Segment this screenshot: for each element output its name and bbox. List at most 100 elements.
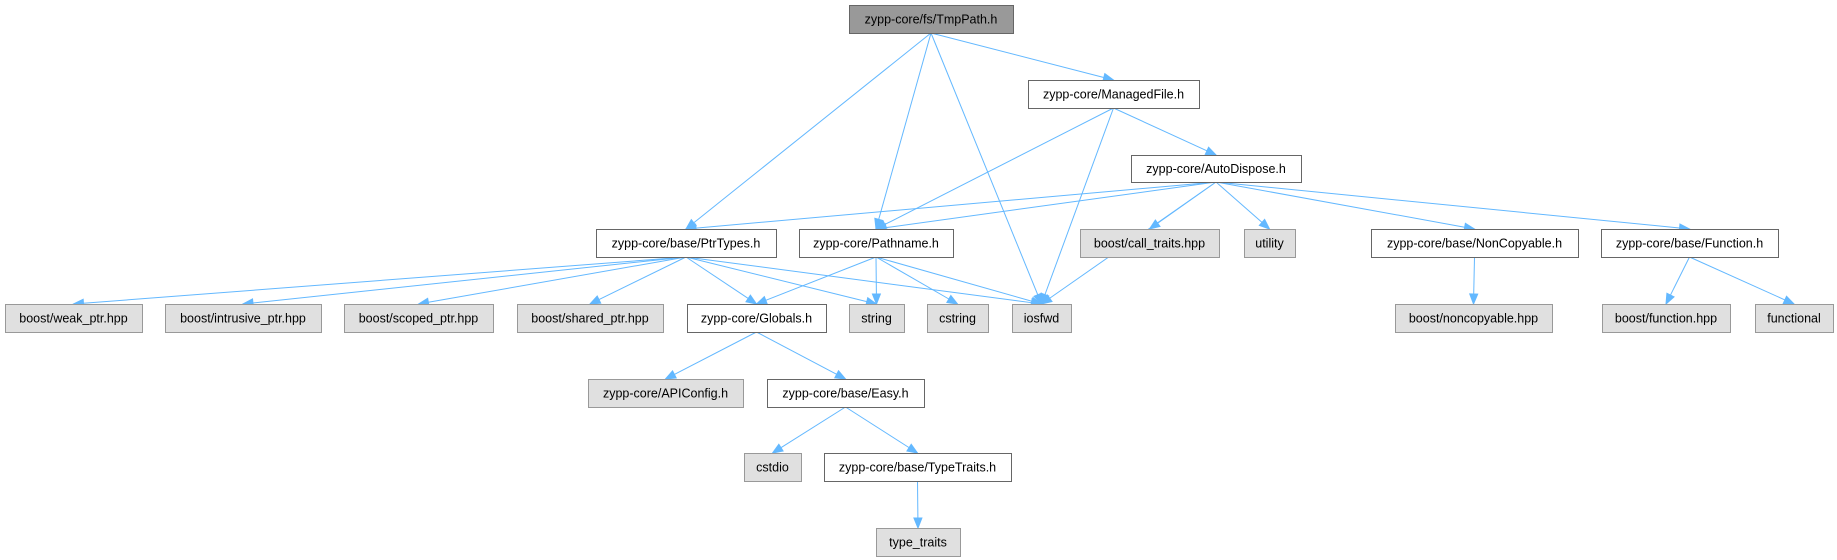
node-tmppath[interactable]: zypp-core/fs/TmpPath.h — [849, 5, 1014, 34]
edge-ptrtypes-to-intrusiveptr — [252, 256, 687, 304]
node-box — [1244, 229, 1296, 258]
edge-autodispose-to-pathname — [885, 181, 1217, 229]
node-label: string — [861, 312, 892, 326]
node-box — [824, 453, 1012, 482]
node-label: iosfwd — [1024, 312, 1059, 326]
node-noncopyable_hpp: boost/noncopyable.hpp — [1395, 304, 1553, 333]
node-globals[interactable]: zypp-core/Globals.h — [687, 304, 827, 333]
node-managedfile[interactable]: zypp-core/ManagedFile.h — [1028, 80, 1200, 109]
node-pathname[interactable]: zypp-core/Pathname.h — [799, 229, 954, 258]
node-box — [1395, 304, 1553, 333]
node-box — [876, 528, 961, 557]
edge-easy-to-cstdio — [780, 406, 846, 449]
node-box — [588, 379, 744, 408]
edge-autodispose-to-noncopyable_h — [1215, 181, 1465, 228]
node-label: zypp-core/base/Function.h — [1616, 237, 1763, 251]
node-box — [799, 229, 954, 258]
node-label: cstring — [939, 312, 976, 326]
node-easy[interactable]: zypp-core/base/Easy.h — [767, 379, 925, 408]
node-box — [849, 5, 1014, 34]
node-iosfwd: iosfwd — [1012, 304, 1072, 333]
node-box — [5, 304, 143, 333]
node-label: zypp-core/base/NonCopyable.h — [1387, 237, 1562, 251]
node-utility: utility — [1244, 229, 1296, 258]
edge-managedfile-to-pathname — [884, 107, 1114, 225]
node-functional: functional — [1755, 304, 1834, 333]
node-label: zypp-core/base/PtrTypes.h — [612, 237, 761, 251]
node-label: boost/noncopyable.hpp — [1409, 312, 1538, 326]
node-weakptr: boost/weak_ptr.hpp — [5, 304, 143, 333]
node-box — [165, 304, 322, 333]
node-typetraits_h[interactable]: zypp-core/base/TypeTraits.h — [824, 453, 1012, 482]
arrowhead-icon — [1204, 146, 1218, 156]
node-box — [1012, 304, 1072, 333]
node-box — [687, 304, 827, 333]
node-intrusiveptr: boost/intrusive_ptr.hpp — [165, 304, 322, 333]
node-noncopyable_h[interactable]: zypp-core/base/NonCopyable.h — [1371, 229, 1579, 258]
arrowhead-icon — [834, 369, 847, 380]
node-box — [596, 229, 777, 258]
node-sharedptr: boost/shared_ptr.hpp — [517, 304, 664, 333]
edge-tmppath-to-iosfwd — [930, 32, 1039, 295]
node-type_traits: type_traits — [876, 528, 961, 557]
edge-autodispose-to-utility — [1215, 181, 1263, 223]
node-label: boost/weak_ptr.hpp — [19, 312, 127, 326]
edge-ptrtypes-to-sharedptr — [598, 256, 687, 301]
node-box — [1755, 304, 1834, 333]
node-function_hpp: boost/function.hpp — [1602, 304, 1731, 333]
arrowhead-icon — [946, 294, 959, 305]
edge-easy-to-typetraits_h — [845, 406, 910, 449]
node-function_h[interactable]: zypp-core/base/Function.h — [1601, 229, 1779, 258]
arrowhead-icon — [906, 443, 919, 454]
node-label: boost/intrusive_ptr.hpp — [180, 312, 306, 326]
node-label: utility — [1255, 237, 1284, 251]
node-autodispose[interactable]: zypp-core/AutoDispose.h — [1131, 155, 1302, 183]
edge-tmppath-to-managedfile — [930, 32, 1104, 78]
nodes-layer: zypp-core/fs/TmpPath.h zypp-core/ManagedF… — [5, 5, 1834, 557]
node-box — [849, 304, 905, 333]
edge-ptrtypes-to-scopedptr — [428, 256, 687, 303]
node-label: boost/call_traits.hpp — [1094, 237, 1205, 251]
arrowhead-icon — [1040, 294, 1053, 305]
edge-autodispose-to-function_h — [1215, 181, 1680, 229]
node-label: zypp-core/Pathname.h — [813, 237, 939, 251]
arrowhead-icon — [1468, 293, 1479, 306]
node-label: boost/shared_ptr.hpp — [531, 312, 648, 326]
edge-ptrtypes-to-string — [685, 256, 867, 303]
node-cstdio: cstdio — [744, 453, 802, 482]
node-label: zypp-core/base/Easy.h — [782, 387, 908, 401]
node-apiconfig: zypp-core/APIConfig.h — [588, 379, 744, 408]
arrowhead-icon — [588, 295, 602, 305]
node-box — [1080, 229, 1220, 258]
node-scopedptr: boost/scoped_ptr.hpp — [344, 304, 494, 333]
node-label: cstdio — [756, 461, 789, 475]
arrowhead-icon — [771, 443, 784, 454]
node-ptrtypes[interactable]: zypp-core/base/PtrTypes.h — [596, 229, 777, 258]
node-box — [1602, 304, 1731, 333]
node-label: zypp-core/AutoDispose.h — [1146, 162, 1286, 176]
node-box — [767, 379, 925, 408]
node-box — [1131, 155, 1302, 183]
arrowhead-icon — [755, 295, 769, 305]
node-label: boost/scoped_ptr.hpp — [359, 312, 479, 326]
edge-noncopyable_h-to-noncopyable_hpp — [1473, 256, 1475, 295]
arrowhead-icon — [1665, 292, 1675, 306]
edge-function_h-to-function_hpp — [1670, 256, 1690, 296]
node-box — [1371, 229, 1579, 258]
edge-ptrtypes-to-iosfwd — [685, 256, 1032, 304]
edge-pathname-to-iosfwd — [875, 256, 1033, 302]
edge-autodispose-to-ptrtypes — [695, 181, 1217, 229]
node-cstring: cstring — [927, 304, 989, 333]
node-box — [927, 304, 989, 333]
node-box — [1028, 80, 1200, 109]
node-string: string — [849, 304, 905, 333]
node-label: zypp-core/base/TypeTraits.h — [839, 461, 996, 475]
arrowhead-icon — [745, 294, 758, 305]
edge-ptrtypes-to-globals — [685, 256, 749, 299]
edge-ptrtypes-to-weakptr — [83, 256, 687, 304]
node-box — [744, 453, 802, 482]
node-label: boost/function.hpp — [1615, 312, 1717, 326]
edge-pathname-to-globals — [765, 256, 877, 301]
node-box — [1601, 229, 1779, 258]
